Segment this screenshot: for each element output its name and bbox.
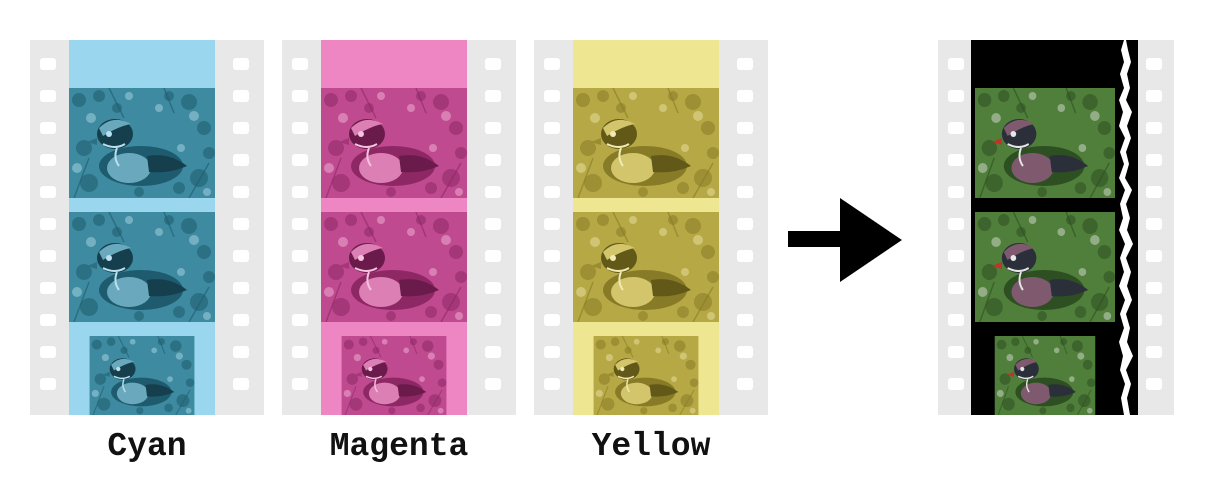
magenta-label: Magenta [329, 428, 469, 465]
composite-film-strip [938, 40, 1174, 415]
cyan-strip-graphic [30, 40, 264, 415]
yellow-label: Yellow [591, 428, 711, 465]
soundtrack-icon [1119, 40, 1133, 415]
composite-strip-graphic [938, 40, 1174, 415]
cyan-label: Cyan [107, 428, 187, 465]
yellow-strip-graphic [534, 40, 768, 415]
right-arrow-icon [788, 198, 902, 282]
magenta-film-strip [282, 40, 516, 415]
magenta-strip-graphic [282, 40, 516, 415]
cyan-film-strip [30, 40, 264, 415]
yellow-film-strip [534, 40, 768, 415]
